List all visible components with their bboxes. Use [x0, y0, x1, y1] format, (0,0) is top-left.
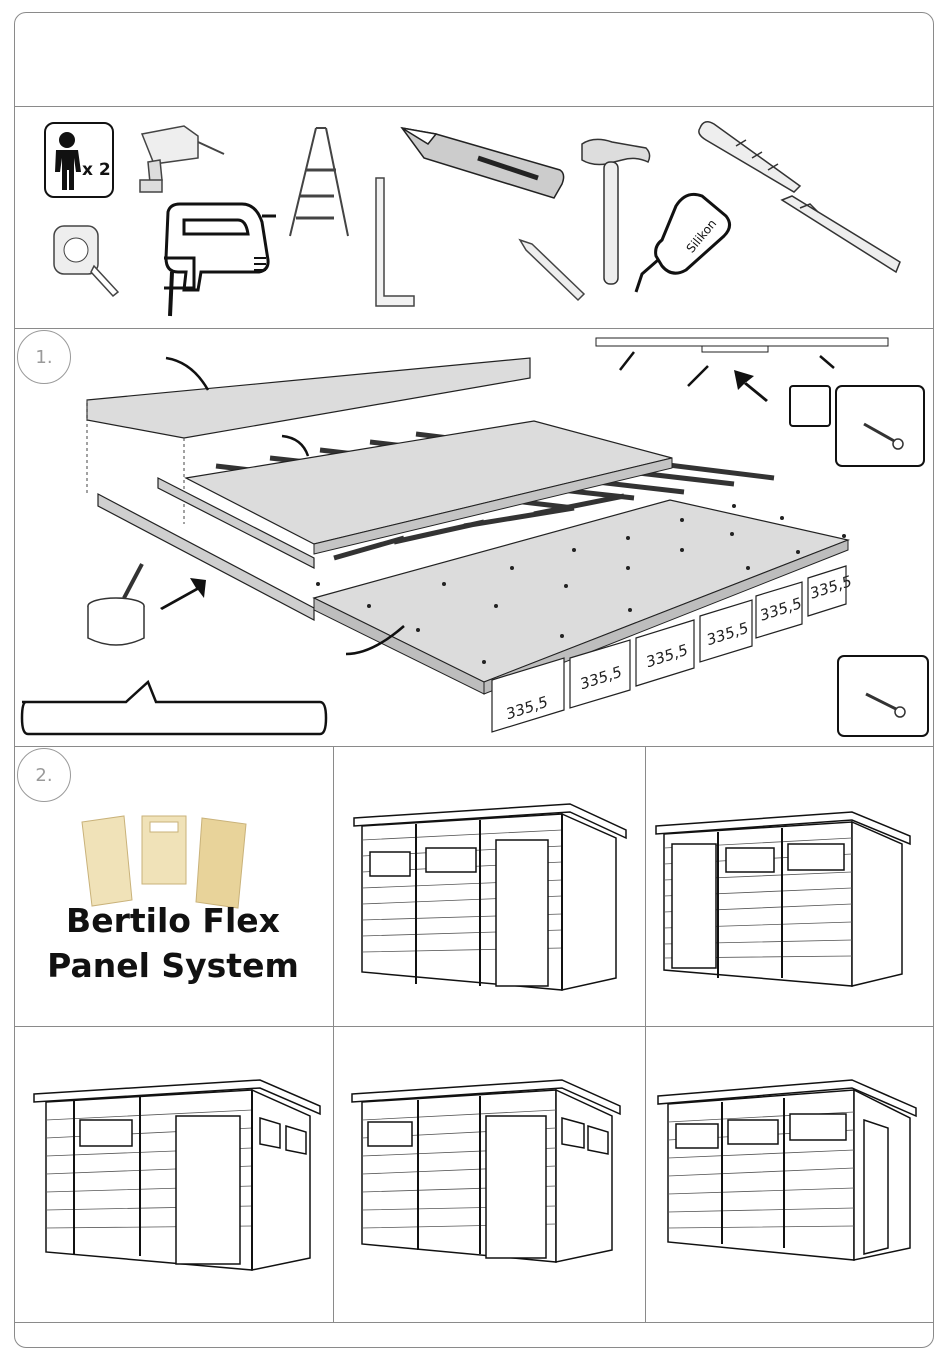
step-number: 2. [17, 748, 71, 802]
saw-icon [780, 194, 902, 280]
divider [15, 1026, 933, 1027]
person-count: x 2 [82, 160, 111, 180]
brand-line: Bertilo Flex [14, 898, 332, 943]
shed-variant-drawing [350, 800, 630, 996]
divider [15, 1322, 933, 1323]
divider [645, 746, 646, 1322]
tape-measure-icon [50, 222, 122, 302]
jigsaw-icon [154, 198, 278, 322]
ladder-icon [286, 124, 352, 244]
divider [15, 106, 933, 107]
silicone-tube-icon: Silikon [632, 188, 732, 302]
paint-bucket-icon [88, 564, 144, 645]
drill-icon [136, 122, 228, 198]
divider [333, 746, 334, 1322]
drill-bit-icon [696, 118, 808, 198]
floor-assembly-diagram: 335,5 335,5 335,5 335,5 335,5 335,5 [14, 328, 934, 744]
divider [15, 746, 933, 747]
utility-knife-icon [398, 122, 568, 208]
brand-line: Panel System [14, 943, 332, 988]
brand-title: Bertilo Flex Panel System [14, 898, 332, 988]
